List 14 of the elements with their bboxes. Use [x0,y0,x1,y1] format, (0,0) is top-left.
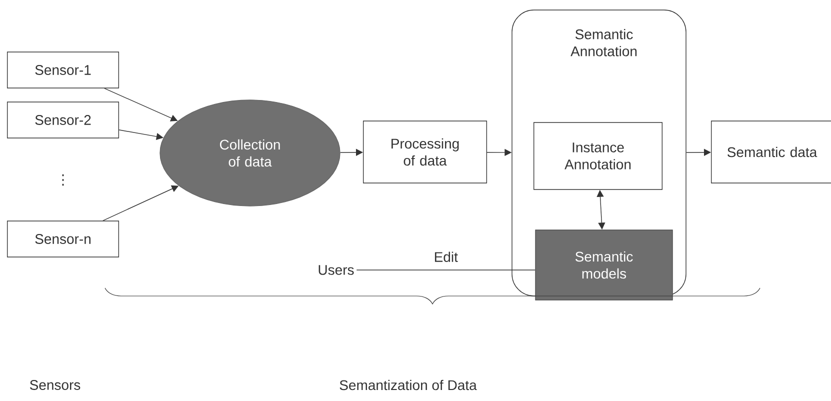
ellipsis: ⋮ [62,174,64,186]
process-box: Instance Annotation [533,122,662,190]
arrow [686,148,711,156]
process-box: Semantic data [710,120,831,184]
arrow [340,148,363,156]
text-label: Semantization of Data [340,380,477,390]
process-box: Processing of data [362,120,488,184]
process-box: Sensor-2 [7,102,120,138]
process-box: Sensor-n [7,220,120,258]
node-text: Users [318,265,354,275]
model-box: Semantic models [535,230,673,300]
edge-label: Edit [434,252,458,262]
process-box: Sensor-1 [7,52,120,88]
text-label: Sensors [30,380,80,390]
